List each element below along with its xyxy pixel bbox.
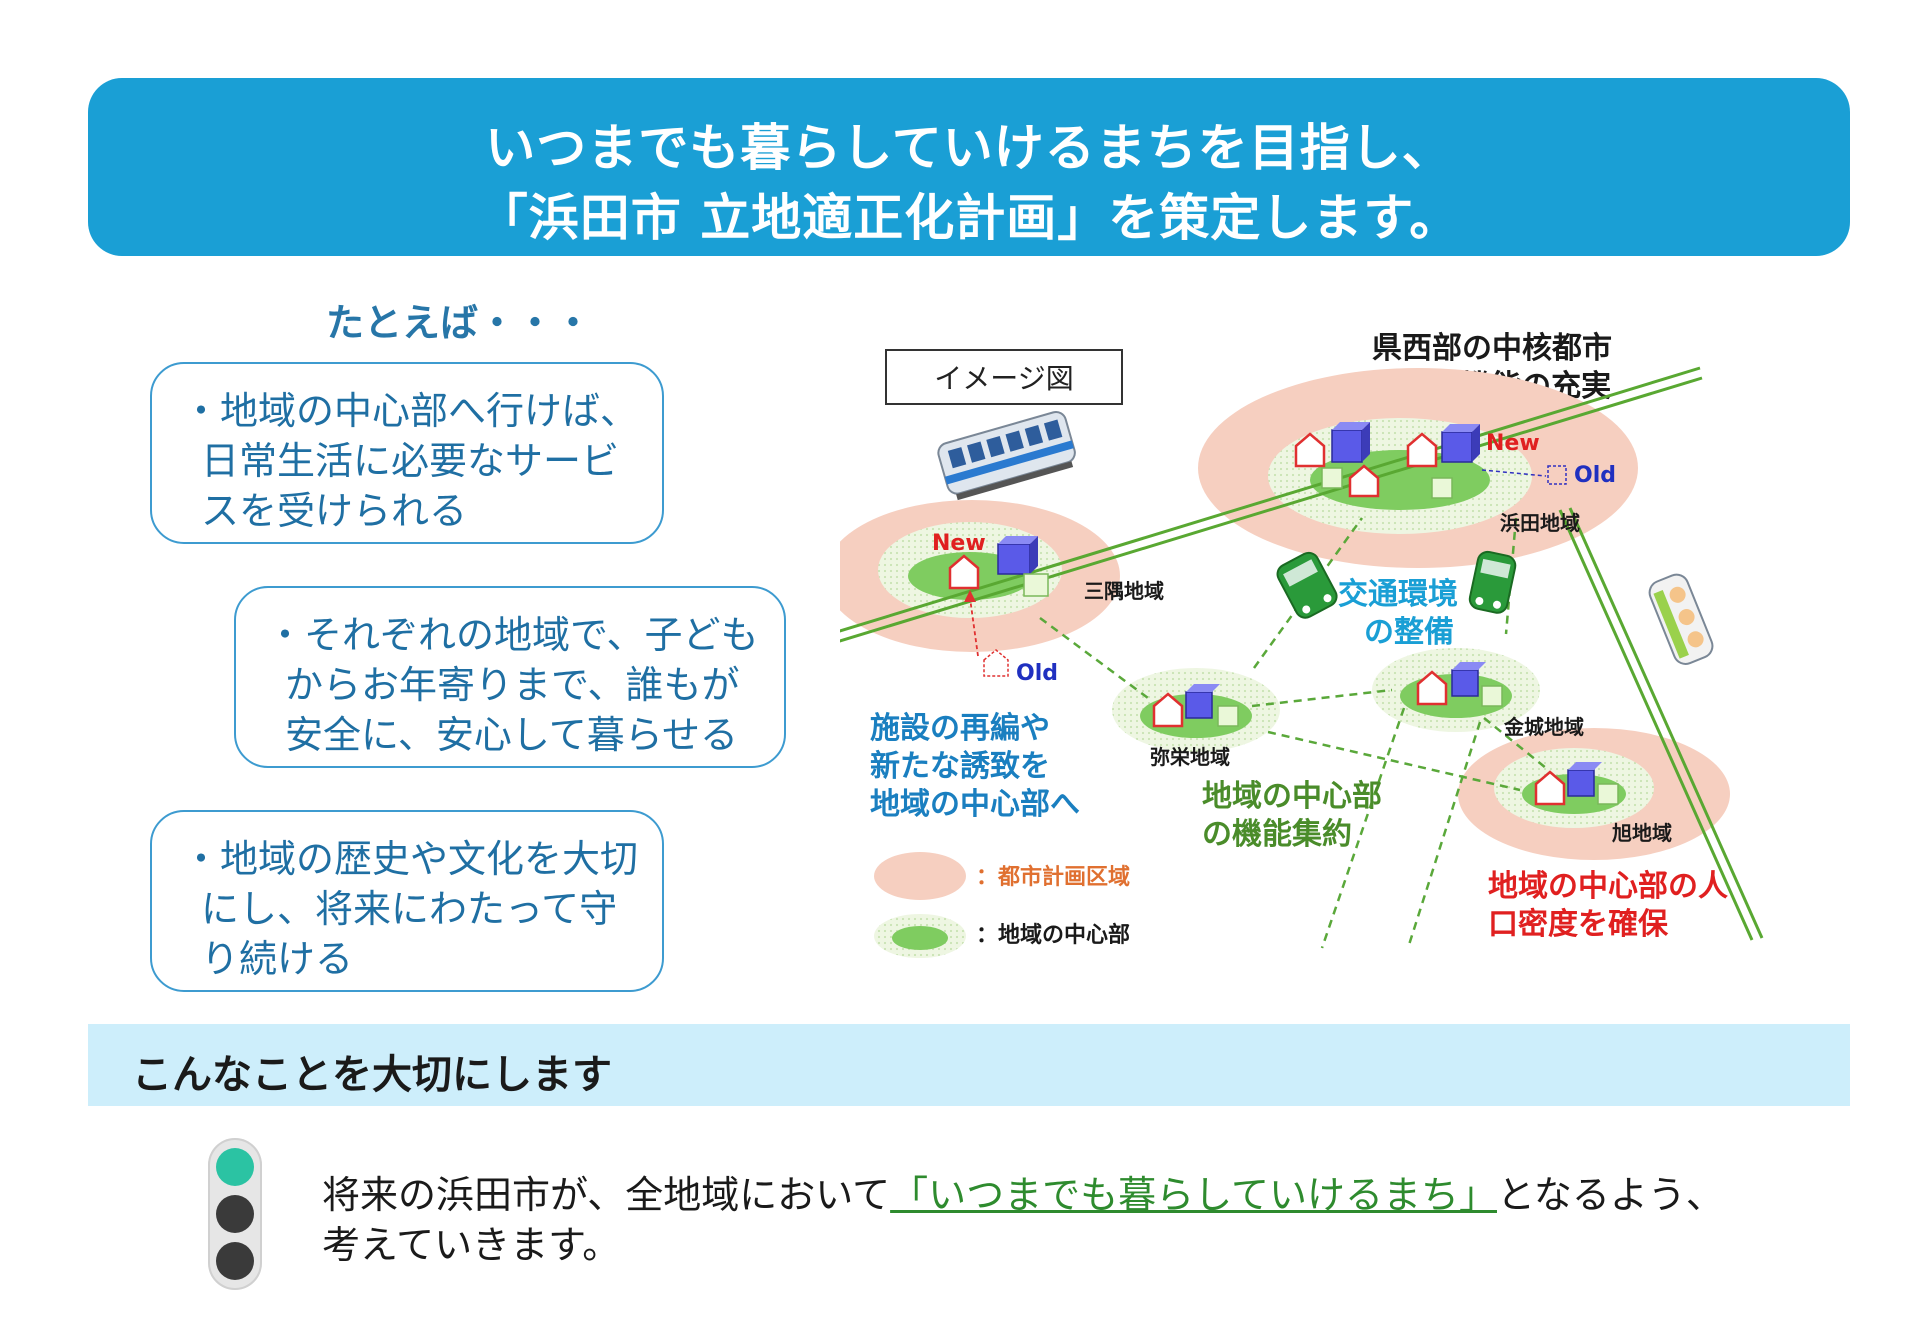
- hamada-new-old: New Old: [1481, 431, 1616, 488]
- hamada-new-label: New: [1486, 431, 1540, 456]
- transport-label-2: の整備: [1364, 615, 1454, 650]
- legend-center-swatch: [892, 926, 948, 950]
- city-structure-diagram: イメージ図 県西部の中核都市 として機能の充実: [840, 331, 1764, 958]
- yasaka-buildings: [1152, 684, 1239, 728]
- rail-line-south: [1558, 507, 1764, 941]
- legend-city-swatch: [874, 852, 966, 900]
- kanagi-area-label: 金城地域: [1503, 715, 1584, 739]
- transport-label-1: 交通環境: [1338, 577, 1458, 612]
- network-links: [1039, 517, 1547, 949]
- dark-lamp-icon: [216, 1195, 254, 1233]
- train-icon: [937, 410, 1076, 501]
- examples-heading: たとえば・・・: [326, 301, 593, 345]
- example-text-heritage: ・地域の歴史や文化を大切にし、将来にわたって守り続ける: [182, 837, 639, 981]
- density-label-2: 口密度を確保: [1488, 907, 1669, 942]
- function-label-1: 地域の中心部: [1202, 779, 1382, 814]
- dark-lamp-icon: [216, 1242, 254, 1280]
- facility-label-3: 地域の中心部へ: [870, 787, 1080, 822]
- example-text-services: ・地域の中心部へ行けば、日常生活に必要なサービスを受けられる: [182, 389, 639, 533]
- hamada-old-label: Old: [1574, 463, 1616, 488]
- example-box-services: ・地域の中心部へ行けば、日常生活に必要なサービスを受けられる: [150, 362, 664, 544]
- example-box-heritage: ・地域の歴史や文化を大切にし、将来にわたって守り続ける: [150, 810, 664, 992]
- statement-highlight: 「いつまでも暮らしていけるまち」: [890, 1173, 1497, 1217]
- values-heading: こんなことを大切にします: [132, 1052, 612, 1098]
- rail-line-main: [840, 366, 1703, 643]
- bus-icon: [1468, 550, 1517, 614]
- example-box-safety: ・それぞれの地域で、子どもからお年寄りまで、誰もが安全に、安心して暮らせる: [234, 586, 786, 768]
- passenger-bus-icon: [1648, 573, 1714, 665]
- legend-center-label: ：地域の中心部: [976, 922, 1130, 948]
- density-label-1: 地域の中心部の人: [1488, 869, 1728, 904]
- hamada-area-label: 浜田地域: [1500, 511, 1580, 535]
- statement-prefix: 将来の浜田市が、全地域において: [322, 1173, 891, 1217]
- misumi-old-label: Old: [1016, 661, 1058, 686]
- bus-icon: [1276, 551, 1338, 619]
- asahi-area-label: 旭地域: [1611, 821, 1672, 845]
- statement-suffix: となるよう、: [1496, 1173, 1724, 1217]
- misumi-old-house: [983, 649, 1009, 677]
- misumi-buildings: [948, 536, 1049, 597]
- values-section-header: こんなことを大切にします: [88, 1024, 1850, 1106]
- misumi-arrow-head: [964, 590, 976, 602]
- function-label-2: の機能集約: [1202, 817, 1352, 852]
- kanagi-buildings: [1416, 662, 1503, 707]
- title-line-2: 「浜田市 立地適正化計画」を策定します。: [477, 189, 1461, 247]
- misumi-new-label: New: [932, 531, 986, 556]
- hamada-buildings: [1294, 422, 1480, 499]
- example-text-safety: ・それぞれの地域で、子どもからお年寄りまで、誰もが安全に、安心して暮らせる: [266, 613, 759, 757]
- misumi-move-arrow: [969, 597, 979, 657]
- green-lamp-icon: [216, 1148, 254, 1186]
- traffic-light-icon: [208, 1138, 262, 1290]
- core-city-label-1: 県西部の中核都市: [1372, 331, 1612, 366]
- misumi-area-label: 三隅地域: [1084, 579, 1164, 603]
- facility-label-1: 施設の再編や: [870, 711, 1050, 746]
- statement-line-2: 考えていきます。: [322, 1223, 621, 1267]
- closing-statement: 将来の浜田市が、全地域において「いつまでも暮らしていけるまち」となるよう、 考え…: [322, 1170, 1772, 1270]
- image-label: イメージ図: [934, 362, 1073, 395]
- title-banner: いつまでも暮らしていけるまちを目指し、 「浜田市 立地適正化計画」を策定します。: [88, 78, 1850, 256]
- legend-city-label: ：都市計画区域: [976, 864, 1130, 890]
- facility-label-2: 新たな誘致を: [870, 749, 1050, 784]
- image-label-box: [885, 349, 1123, 405]
- asahi-buildings: [1534, 762, 1619, 806]
- title-line-1: いつまでも暮らしていけるまちを目指し、: [485, 119, 1453, 177]
- yasaka-area-label: 弥栄地域: [1150, 745, 1230, 769]
